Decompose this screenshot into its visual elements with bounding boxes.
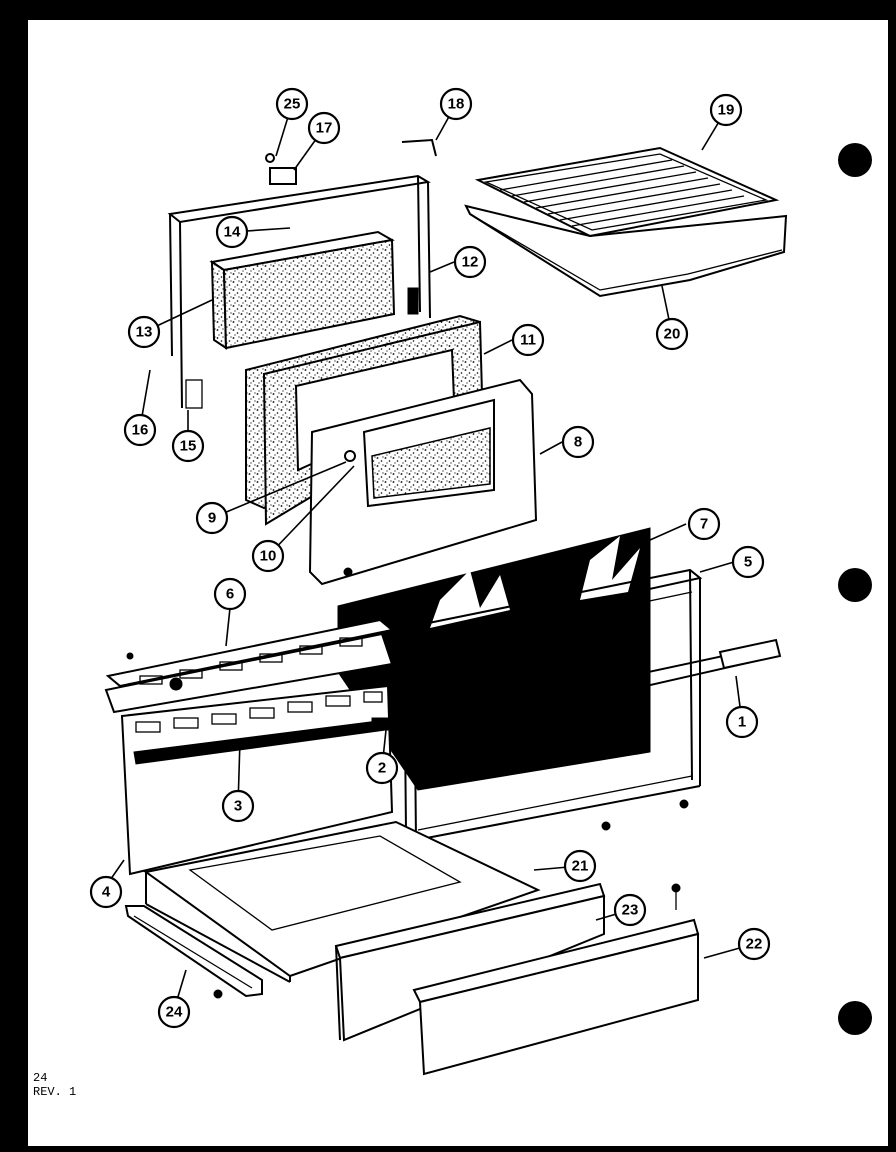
- svg-text:21: 21: [572, 858, 589, 875]
- callout-6: 6: [213, 577, 247, 611]
- clip-part: [269, 167, 297, 185]
- binder-hole-bottom: [838, 1001, 872, 1035]
- callout-18: 18: [439, 87, 473, 121]
- callout-25: 25: [275, 87, 309, 121]
- oven-top-frame: [167, 174, 431, 409]
- svg-text:20: 20: [664, 326, 681, 343]
- svg-text:19: 19: [718, 102, 735, 119]
- svg-text:10: 10: [260, 548, 277, 565]
- callout-23: 23: [613, 893, 647, 927]
- callout-15: 15: [171, 429, 205, 463]
- binder-hole-top: [838, 143, 872, 177]
- svg-text:13: 13: [136, 324, 153, 341]
- callout-3: 3: [221, 789, 255, 823]
- svg-text:18: 18: [448, 96, 465, 113]
- callout-22: 22: [737, 927, 771, 961]
- svg-text:8: 8: [574, 434, 582, 451]
- callout-4: 4: [89, 875, 123, 909]
- callout-9: 9: [195, 501, 229, 535]
- door-hinge-screws: [601, 799, 689, 831]
- svg-text:1: 1: [738, 714, 746, 731]
- callout-1: 1: [725, 705, 759, 739]
- svg-text:4: 4: [102, 884, 111, 901]
- svg-text:17: 17: [316, 120, 333, 137]
- front-panel: [120, 684, 394, 876]
- callout-2: 2: [365, 751, 399, 785]
- svg-text:22: 22: [746, 936, 763, 953]
- insulation-box: [209, 230, 396, 350]
- svg-text:6: 6: [226, 586, 234, 603]
- callout-13: 13: [127, 315, 161, 349]
- bottom-tray: [143, 820, 541, 983]
- slide-rail: [124, 905, 263, 999]
- callout-24: 24: [157, 995, 191, 1029]
- callout-20: 20: [655, 317, 689, 351]
- page-number: 24: [33, 1071, 48, 1085]
- binder-hole-middle: [838, 568, 872, 602]
- callout-19: 19: [709, 93, 743, 127]
- broiler-pan: [464, 204, 788, 298]
- door-handle-rail: [506, 638, 782, 723]
- drawer-back: [334, 882, 606, 1042]
- svg-text:12: 12: [462, 254, 479, 271]
- screw: [265, 153, 275, 163]
- callout-leaders: [105, 103, 755, 1011]
- rod-part: [401, 138, 437, 157]
- broiler-rack: [474, 146, 780, 238]
- door-inner-panel: [308, 378, 538, 586]
- svg-text:3: 3: [234, 798, 242, 815]
- svg-text:9: 9: [208, 510, 216, 527]
- svg-text:5: 5: [744, 554, 752, 571]
- callout-10: 10: [251, 539, 285, 573]
- revision-label: REV. 1: [33, 1085, 77, 1099]
- svg-text:11: 11: [520, 332, 536, 349]
- svg-text:15: 15: [180, 438, 197, 455]
- callout-7: 7: [687, 507, 721, 541]
- svg-text:24: 24: [166, 1004, 183, 1021]
- svg-text:23: 23: [622, 902, 639, 919]
- callout-16: 16: [123, 413, 157, 447]
- svg-text:14: 14: [224, 224, 241, 241]
- callout-21: 21: [563, 849, 597, 883]
- svg-text:2: 2: [378, 760, 386, 777]
- svg-text:16: 16: [132, 422, 149, 439]
- vent-panel: [104, 618, 395, 714]
- callout-14: 14: [215, 215, 249, 249]
- page-footer: 24 REV. 1: [33, 1071, 76, 1099]
- callout-12: 12: [453, 245, 487, 279]
- callout-11: 11: [511, 323, 545, 357]
- svg-text:7: 7: [700, 516, 708, 533]
- svg-text:25: 25: [284, 96, 301, 113]
- callout-5: 5: [731, 545, 765, 579]
- drawer-front: [412, 883, 700, 1076]
- callout-8: 8: [561, 425, 595, 459]
- callout-17: 17: [307, 111, 341, 145]
